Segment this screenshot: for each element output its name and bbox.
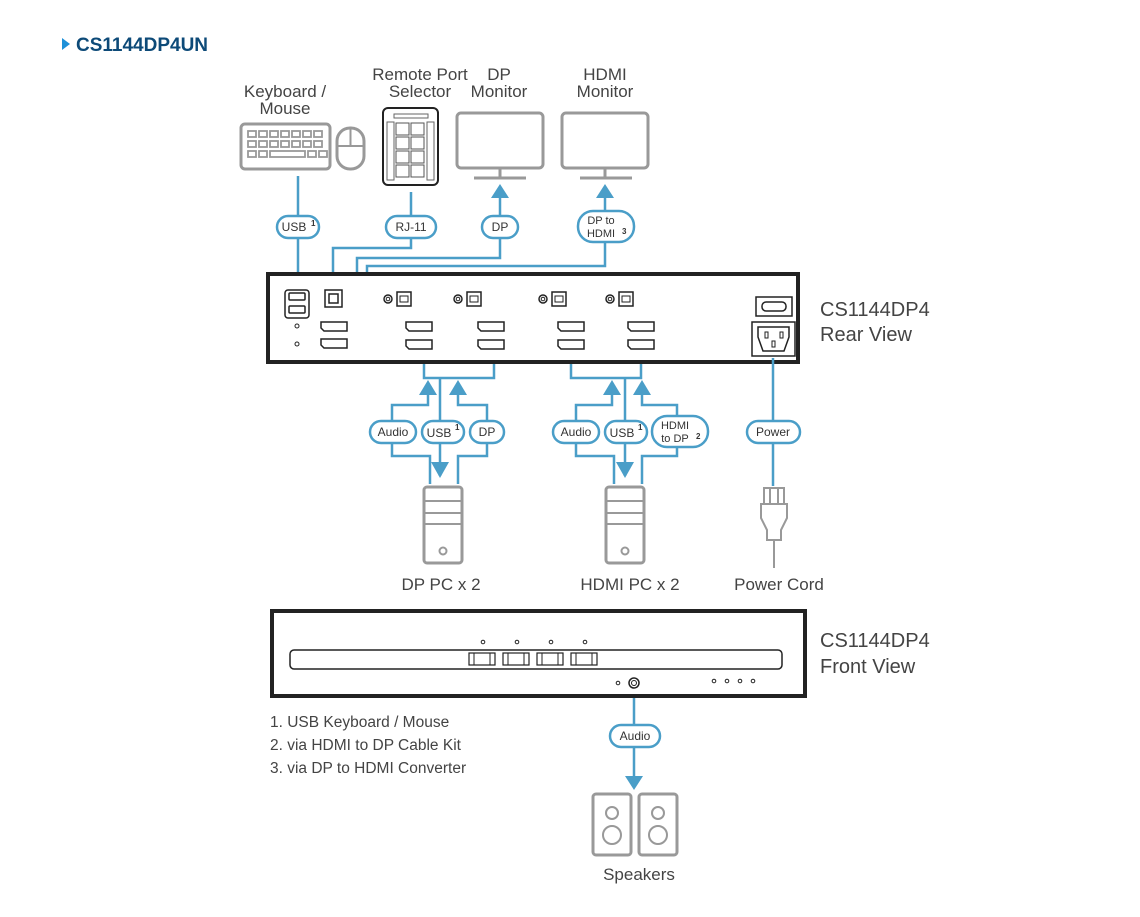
hdmi-monitor-label-2: Monitor [577,82,634,101]
port-select-button[interactable] [570,639,598,666]
svg-text:1: 1 [455,423,460,432]
dp-monitor-label-2: Monitor [471,82,528,101]
svg-text:2: 2 [696,432,701,441]
svg-text:USB: USB [427,426,452,440]
footnote-3: 3. via DP to HDMI Converter [270,760,466,777]
svg-text:DP: DP [479,425,496,439]
keyboard-icon [239,122,332,171]
connector-rj11: RJ-11 [384,214,438,240]
connector-front-audio: Audio [608,723,662,749]
speakers-label: Speakers [603,865,675,884]
rear-view-label-1: CS1144DP4 [820,299,930,321]
svg-text:Audio: Audio [561,425,592,439]
connector-hdmi-usb: USB 1 [603,419,649,445]
svg-text:3: 3 [622,227,627,236]
speakers-icon [591,792,679,857]
svg-text:RJ-11: RJ-11 [395,220,426,234]
page-title: CS1144DP4UN [76,35,208,56]
port-select-button[interactable] [468,639,496,666]
dp-pc-label: DP PC x 2 [401,575,480,594]
hdmi-monitor-icon [560,111,650,180]
keyboard-mouse-label-1: Keyboard / [244,82,326,101]
rear-pc-port-group [453,291,505,350]
hdmi-pc-label: HDMI PC x 2 [580,575,679,594]
connector-power: Power [745,419,802,445]
rear-pc-port-group [605,291,655,350]
remote-port-selector-label-1: Remote Port [372,65,468,84]
svg-text:1: 1 [311,219,316,228]
svg-text:Power: Power [756,425,790,439]
dp-monitor-icon [455,111,545,180]
svg-text:1: 1 [638,423,643,432]
connector-usb-top: USB 1 [275,214,321,240]
svg-text:DP to: DP to [587,215,614,227]
hdmi-monitor-label-1: HDMI [583,65,626,84]
remote-port-selector-icon [382,107,439,186]
power-cord-label: Power Cord [734,575,824,594]
connector-dp-to-hdmi: DP to HDMI 3 [576,209,636,244]
connector-dp-top: DP [480,214,520,240]
hdmi-pc-icon [604,485,646,565]
front-view-label-1: CS1144DP4 [820,630,930,652]
dp-pc-icon [422,485,464,565]
svg-text:to DP: to DP [661,433,689,445]
svg-text:HDMI: HDMI [661,420,689,432]
svg-text:USB: USB [610,426,635,440]
pc-cables [390,358,775,486]
svg-text:HDMI: HDMI [587,228,615,240]
svg-text:USB: USB [282,220,307,234]
svg-text:DP: DP [492,220,509,234]
rear-pc-port-group [383,291,433,350]
rear-panel [266,272,800,364]
svg-text:Audio: Audio [378,425,409,439]
port-select-button[interactable] [502,639,530,666]
connector-hdmi-audio: Audio [551,419,601,445]
connector-dp-usb: USB 1 [420,419,466,445]
rear-pc-port-group [538,291,585,350]
remote-port-selector-label-2: Selector [389,82,452,101]
keyboard-mouse-label-2: Mouse [259,99,310,118]
front-view-label-2: Front View [820,656,916,678]
title-bullet-icon [62,38,70,50]
mouse-icon [335,126,366,171]
connector-dp-dp: DP [468,419,506,445]
front-panel [270,609,807,698]
rear-view-label-2: Rear View [820,324,912,346]
footnote-2: 2. via HDMI to DP Cable Kit [270,737,462,754]
power-plug-icon [760,487,788,568]
port-select-button[interactable] [536,639,564,666]
connector-hdmi-to-dp: HDMI to DP 2 [650,414,710,449]
connector-dp-audio: Audio [368,419,418,445]
dp-monitor-label-1: DP [487,65,511,84]
svg-text:Audio: Audio [620,729,651,743]
footnote-1: 1. USB Keyboard / Mouse [270,714,449,731]
